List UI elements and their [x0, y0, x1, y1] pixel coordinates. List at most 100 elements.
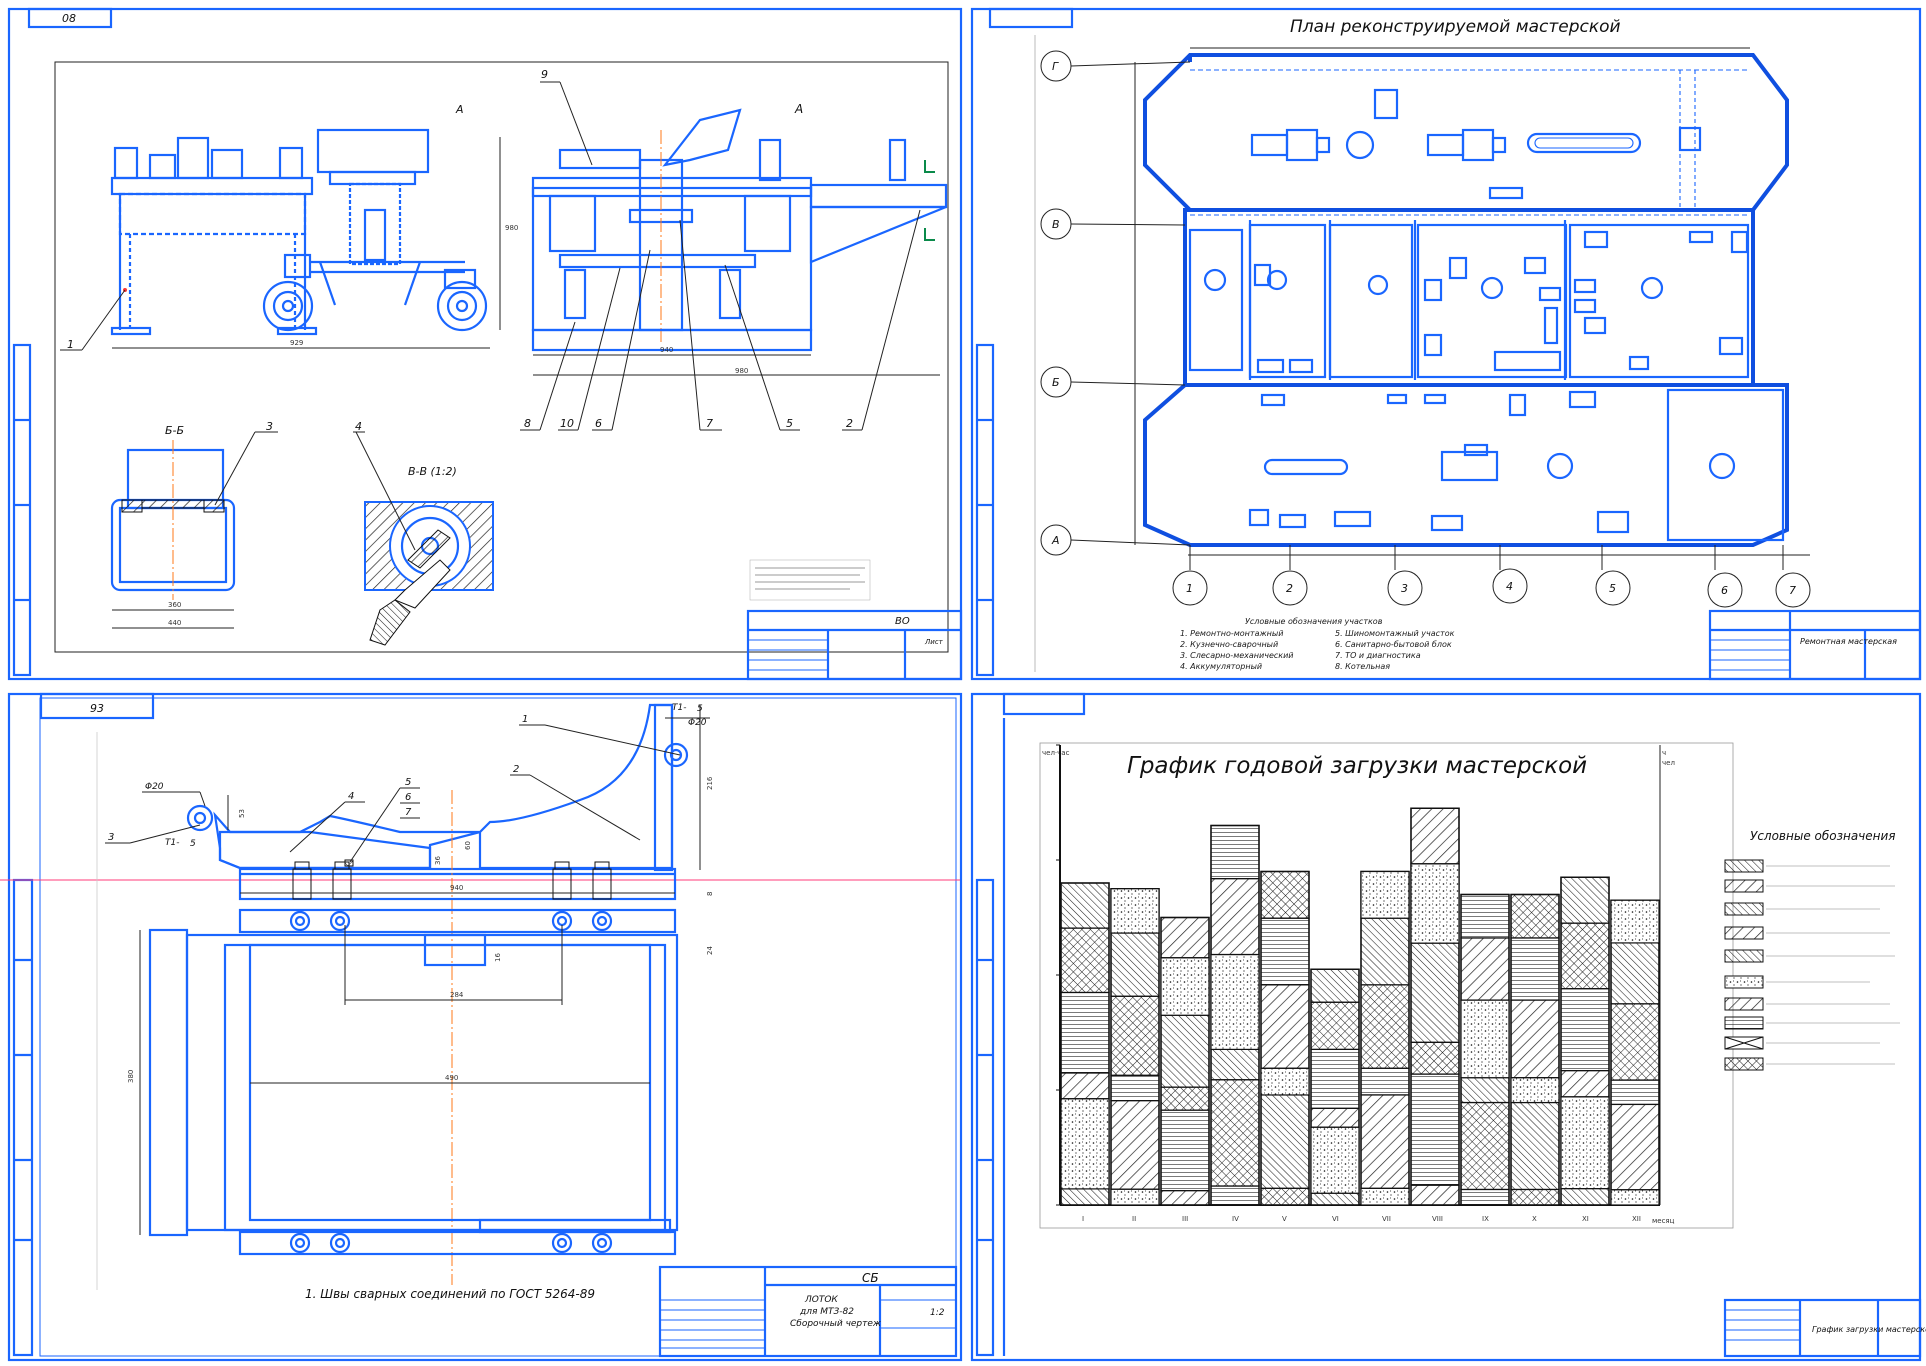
chart-bar-X [1510, 893, 1560, 1206]
tray-dim-60: 60 [464, 841, 472, 850]
plan-legend-3: 3. Слесарно-механический [1180, 651, 1294, 660]
chart-bar-segment [1510, 1077, 1560, 1104]
chart-bar-segment [1160, 1086, 1210, 1111]
sheet2-frame [970, 7, 1922, 681]
chart-bar-VI [1310, 968, 1360, 1206]
chart-ticks [1056, 744, 1060, 1206]
sheet1-front-view: 929 980 1 A [60, 103, 518, 351]
chart-bar-IV [1210, 824, 1260, 1206]
chart-x-label: IV [1232, 1215, 1239, 1223]
chart-bar-segment [1460, 999, 1510, 1079]
tray-leader-7: 7 [405, 807, 412, 818]
chart-x-label: VII [1382, 1215, 1391, 1223]
weld-right: Т1- [672, 703, 686, 713]
sheet2-title-block: Ремонтная мастерская [1708, 609, 1922, 681]
sheet4-title-block: График загрузки мастерской [1723, 1298, 1926, 1358]
col-2: 2 [1286, 582, 1293, 595]
chart-bar-segment [1410, 863, 1460, 944]
chart-x-label: II [1132, 1215, 1136, 1223]
chart-bar-segment [1560, 922, 1610, 990]
chart-xlabel: месяц [1652, 1217, 1675, 1225]
axis-row-v: В [1040, 208, 1186, 240]
chart-x-label: IX [1482, 1215, 1489, 1223]
col-1: 1 [1186, 582, 1193, 595]
chart-bar-segment [1410, 1184, 1460, 1206]
chart-bar-segment [1360, 1067, 1410, 1096]
weld-left: Т1- [165, 838, 179, 848]
dim-940: 940 [660, 346, 673, 354]
sheet3-frame [7, 692, 963, 1362]
plan-equipment [1188, 88, 1749, 534]
view-a-label: A [794, 102, 803, 116]
chart-x-label: XI [1582, 1215, 1589, 1223]
plan-legend-4: 4. Аккумуляторный [1180, 662, 1262, 671]
section-vv-label: В-В (1:2) [408, 465, 457, 478]
chart-bar-segment [1260, 917, 1310, 986]
chart-legend-title: Условные обозначения [1750, 829, 1896, 843]
sheet3-title-block: СБ ЛОТОК для МТЗ-82 Сборочный чертеж 1:2 [658, 1265, 958, 1358]
sheet-workshop-plan: План реконструируемой мастерской [970, 7, 1922, 681]
chart-bar-segment [1060, 991, 1110, 1074]
chart-bar-segment [1310, 1048, 1360, 1109]
chart-bars [1060, 807, 1660, 1206]
axis-row-a: А [1040, 524, 1191, 556]
sheet2-stamp: Ремонтная мастерская [1800, 637, 1897, 646]
chart-bar-XII [1610, 899, 1660, 1206]
chart-bar-segment [1610, 1189, 1660, 1206]
chart-bar-segment [1060, 927, 1110, 994]
tray-dim-d20-left: Φ20 [145, 782, 164, 792]
tray-dim-8: 8 [706, 892, 714, 896]
chart-bar-segment [1210, 953, 1260, 1051]
chart-bar-segment [1410, 1041, 1460, 1075]
sheet1-title-block: ВО Лист [746, 559, 963, 681]
leader-4: 4 [355, 420, 362, 433]
chart-bar-segment [1110, 888, 1160, 934]
tray-leader-1: 1 [522, 714, 528, 725]
svg-text:чел: чел [1662, 759, 1675, 767]
col-7-marker [1775, 572, 1811, 608]
col-6-marker [1707, 572, 1743, 608]
sheet1-section-vv: В-В (1:2) 4 [353, 420, 494, 646]
sheet1-side-strip [12, 343, 32, 677]
chart-legend: Условные обозначения [1724, 829, 1900, 1071]
svg-text:ч: ч [1662, 749, 1666, 757]
tray-dim-940: 940 [450, 884, 463, 892]
chart-bar-segment [1310, 1192, 1360, 1206]
tray-leader-2: 2 [513, 764, 519, 775]
col-4-marker [1492, 568, 1528, 604]
chart-bar-segment [1360, 1187, 1410, 1206]
col-7: 7 [1789, 584, 1796, 597]
chart-bar-segment [1310, 968, 1360, 1003]
chart-bar-segment [1610, 1003, 1660, 1081]
dim-980b: 980 [735, 367, 748, 375]
chart-bar-segment [1260, 984, 1310, 1069]
chart-bar-segment [1360, 870, 1410, 919]
tray-dim-53: 53 [238, 809, 246, 818]
leader-3: 3 [266, 420, 273, 433]
chart-title: График годовой загрузки мастерской [1127, 753, 1587, 779]
leader-5: 5 [786, 417, 793, 430]
row-g: Г [1052, 60, 1059, 73]
chart-bar-segment [1310, 1126, 1360, 1194]
sheet-tray-drawing: 93 940 53 60 36 2 [0, 692, 963, 1362]
sheet1-side-view: 940 980 A 9 8 10 6 7 5 2 [520, 68, 948, 431]
chart-bar-segment [1210, 824, 1260, 880]
chart-bar-VII [1360, 870, 1410, 1206]
sheet4-side-strip [975, 878, 995, 1357]
chart-bar-segment [1510, 1188, 1560, 1206]
axis-row-b: Б [1040, 366, 1186, 398]
chart-bar-segment [1060, 1072, 1110, 1100]
chart-bar-segment [1060, 1188, 1110, 1206]
chart-bar-segment [1460, 893, 1510, 939]
chart-x-label: XII [1632, 1215, 1641, 1223]
chart-bar-VIII [1410, 807, 1460, 1206]
tray-dim-36: 36 [434, 856, 442, 865]
chart-bar-segment [1510, 999, 1560, 1079]
sheet1-inner-border [54, 61, 949, 653]
plan-title: План реконструируемой мастерской [1290, 17, 1621, 37]
chart-bar-segment [1610, 1103, 1660, 1191]
chart-bar-segment [1360, 917, 1410, 986]
tray-dim-d20-right: Φ20 [688, 718, 707, 728]
chart-bar-segment [1160, 916, 1210, 959]
